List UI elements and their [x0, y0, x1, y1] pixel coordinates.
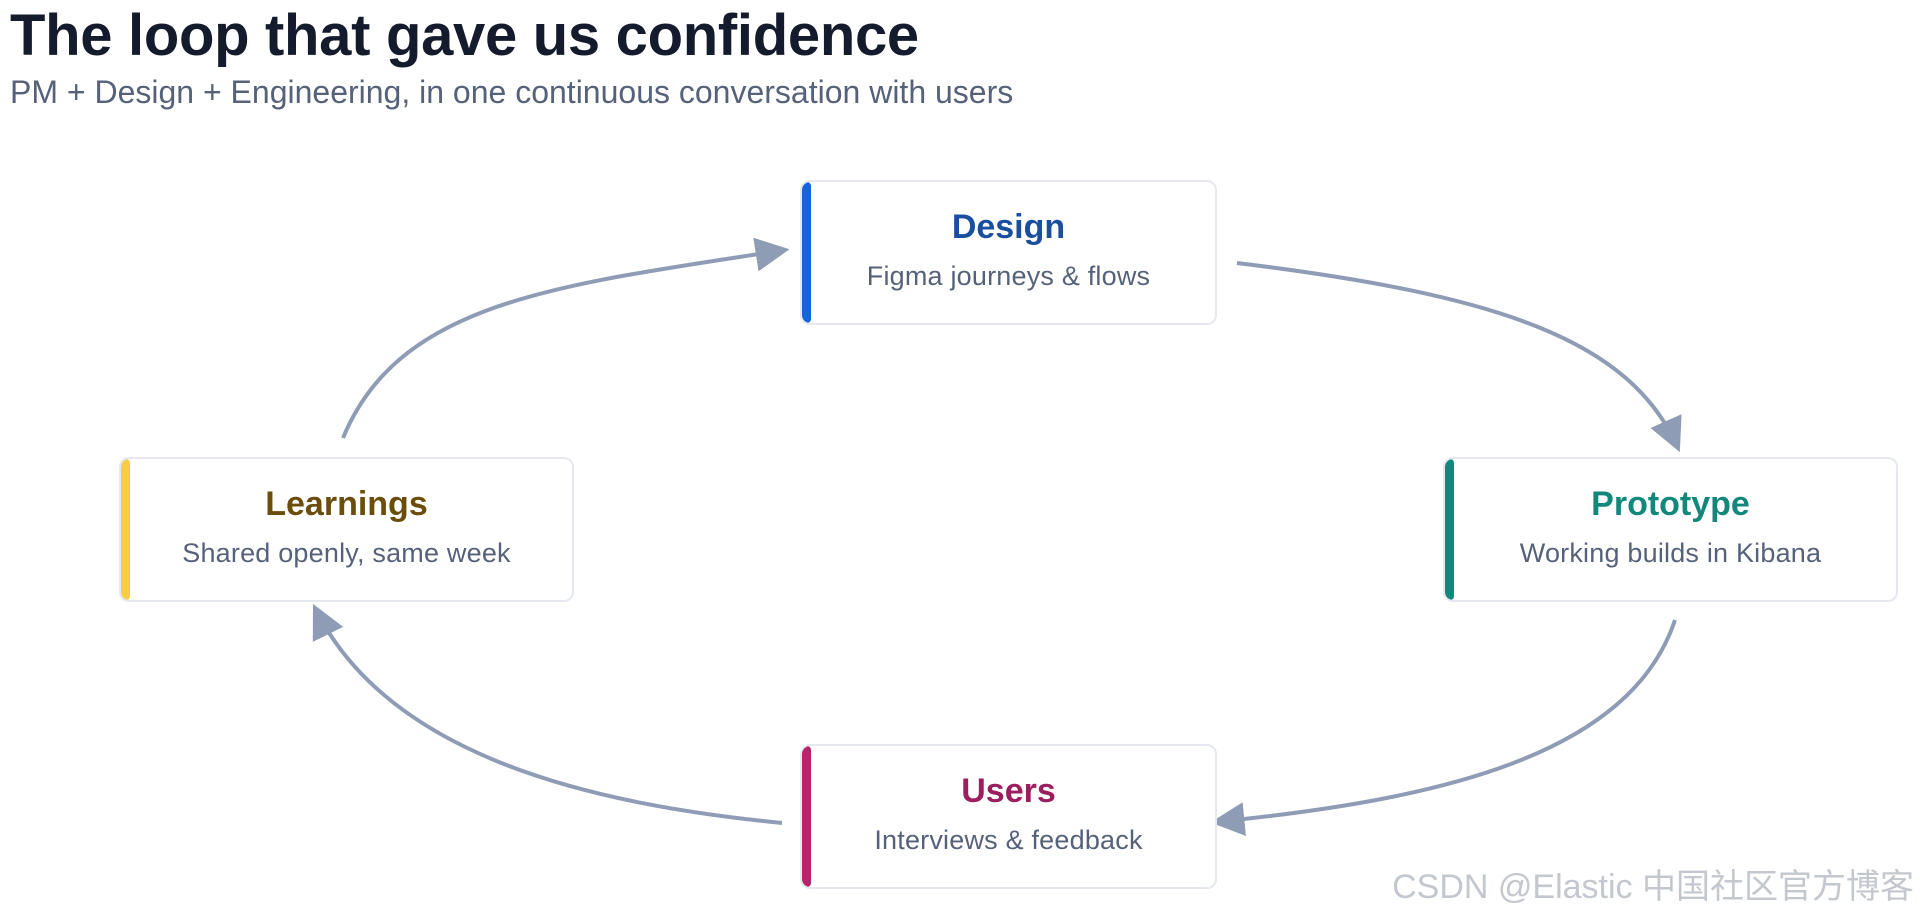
arrow-learnings-to-design [341, 237, 790, 439]
node-design-title: Design [951, 208, 1066, 246]
node-prototype-description: Working builds in Kibana [1519, 538, 1822, 568]
node-learnings: Learnings Shared openly, same week [119, 457, 574, 602]
node-prototype-accent [1445, 459, 1454, 600]
arrow-design-to-prototype [1236, 261, 1682, 453]
node-learnings-description: Shared openly, same week [182, 538, 511, 568]
node-learnings-accent [121, 459, 130, 600]
node-users-accent [802, 746, 811, 887]
node-design: Design Figma journeys & flows [800, 180, 1217, 325]
node-users-title: Users [961, 772, 1056, 810]
arrow-prototype-to-users [1210, 619, 1677, 837]
page-title: The loop that gave us confidence [10, 3, 919, 68]
node-prototype-title: Prototype [1591, 485, 1750, 523]
node-prototype: Prototype Working builds in Kibana [1443, 457, 1898, 602]
node-learnings-title: Learnings [265, 485, 428, 523]
node-users: Users Interviews & feedback [800, 744, 1217, 889]
page-subtitle: PM + Design + Engineering, in one contin… [10, 74, 1014, 110]
watermark: CSDN @Elastic 中国社区官方博客 [1392, 868, 1914, 906]
arrow-users-to-learnings [312, 603, 783, 825]
node-design-description: Figma journeys & flows [866, 261, 1151, 291]
node-users-description: Interviews & feedback [874, 825, 1143, 855]
node-design-accent [802, 182, 811, 323]
